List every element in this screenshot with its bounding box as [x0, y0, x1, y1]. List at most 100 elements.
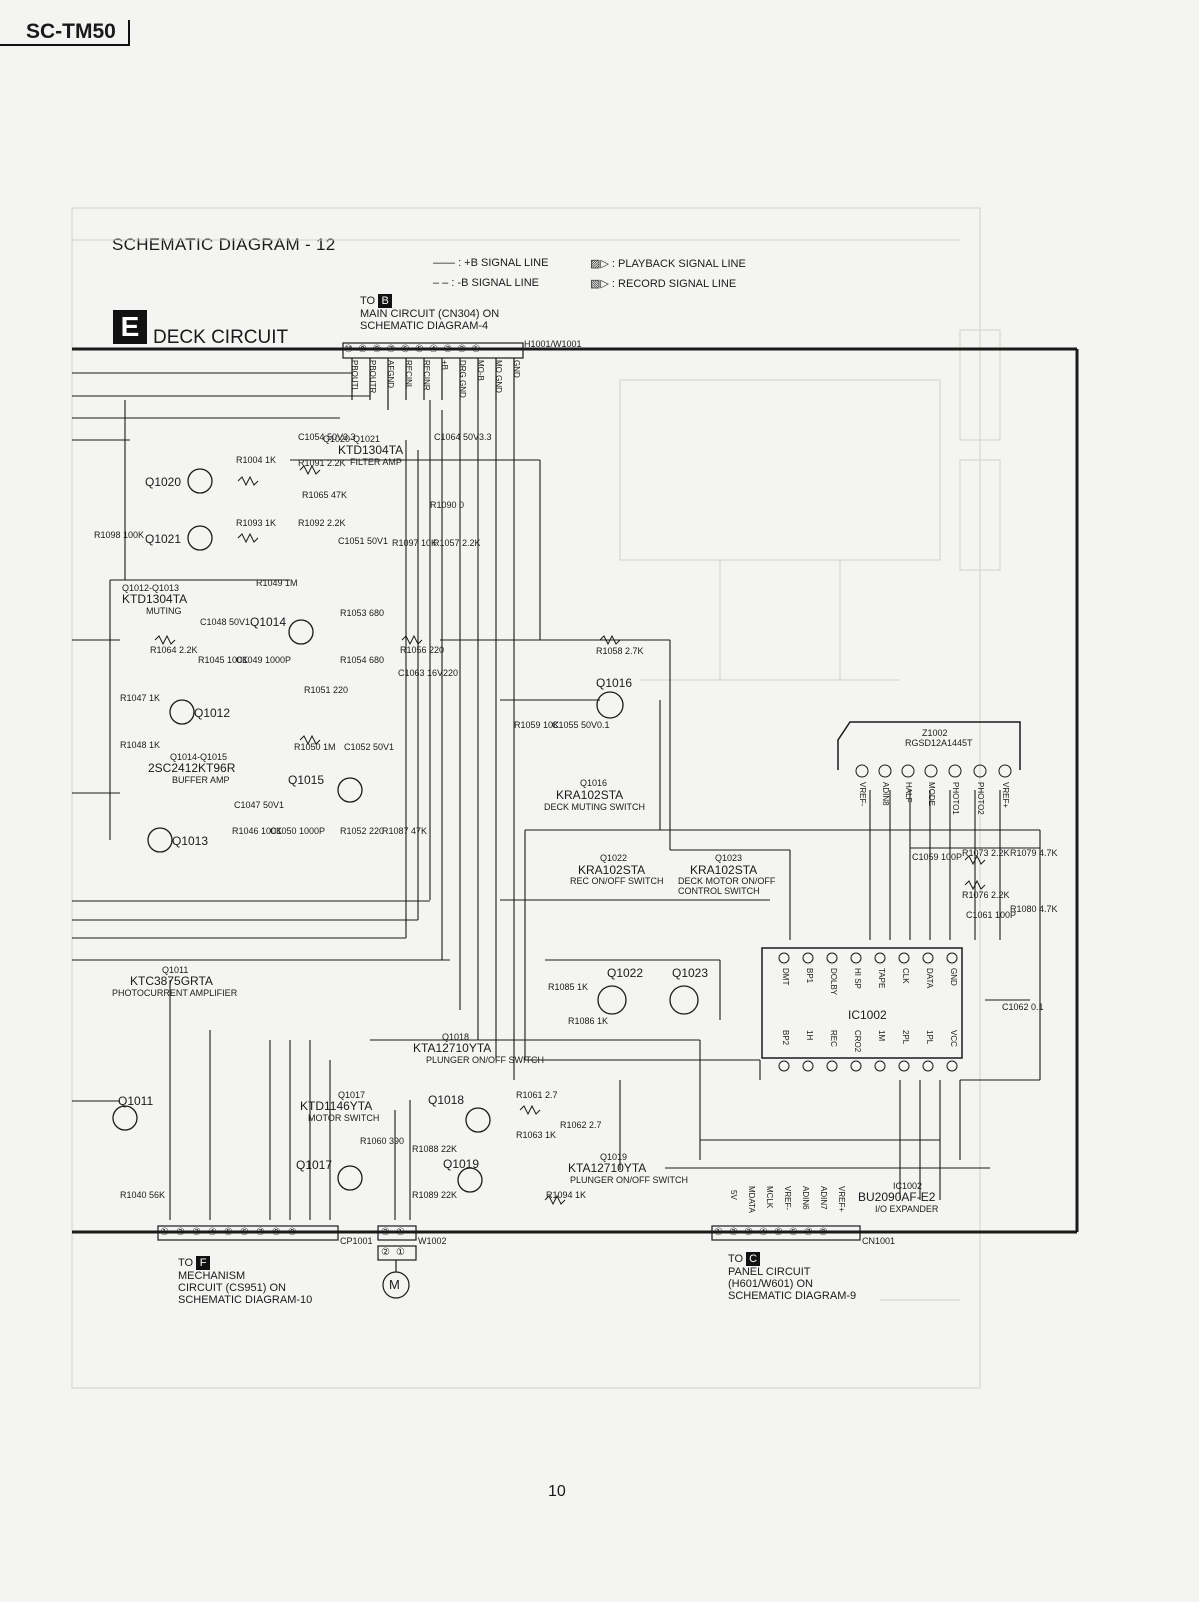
ref-q1013: Q1013: [172, 834, 209, 848]
label-q1018-part: KTA12710YTA: [413, 1041, 492, 1055]
mech-connector-label: TO F MECHANISM CIRCUIT (CS951) ON SCHEMA…: [178, 1256, 313, 1306]
label-q1020-q1021-part: KTD1304TA: [338, 443, 404, 457]
comp-c1062: C1062 0.1: [1002, 1002, 1044, 1012]
label-ic1002-func: I/O EXPANDER: [875, 1204, 939, 1214]
label-q1018-func: PLUNGER ON/OFF SWITCH: [426, 1055, 545, 1065]
comp-r1090: R1090 0: [430, 500, 465, 510]
label-q1011-ref: Q1011: [162, 965, 189, 975]
label-q1016-func: DECK MUTING SWITCH: [544, 802, 645, 812]
z1002-body: [837, 721, 1021, 770]
comp-c1047: C1047 50V1: [234, 800, 285, 810]
ic-pin-dolby: DOLBY: [829, 968, 838, 996]
comp-r1098: R1098 100K: [94, 530, 145, 540]
board-frame: [72, 347, 1079, 1234]
panel-signal-adin7: ADIN7: [819, 1186, 828, 1210]
comp-r1045: R1045 100K: [198, 655, 249, 665]
ic-pin-1h: 1H: [805, 1030, 814, 1041]
comp-c1049: C1049 1000P: [236, 655, 292, 665]
motor-connector-pins-lower: ②①: [381, 1247, 411, 1258]
signal-drg-gnd: DRG GND: [458, 360, 467, 398]
comp-c1055: C1055 50V0.1: [552, 720, 610, 730]
comp-r1094: R1094 1K: [546, 1190, 587, 1200]
signal-afgnd: AFGND: [386, 360, 395, 388]
panel-connector-pin-numbers: ①②③④⑤⑥⑦⑧: [714, 1227, 834, 1238]
comp-r1063: R1063 1K: [516, 1130, 557, 1140]
top-connector-pin-numbers: ⑩⑨⑧⑦⑥⑤④③②①: [344, 344, 486, 355]
ic-pin-vcc: VCC: [949, 1030, 958, 1047]
comp-r1073: R1073 2.2K: [962, 848, 1010, 858]
ic1002-pins: [778, 952, 958, 1072]
ref-q1015: Q1015: [288, 773, 325, 787]
ref-q1022: Q1022: [607, 966, 644, 980]
ic1002-body: [761, 947, 963, 1059]
comp-r1091: R1091 2.2K: [298, 458, 346, 468]
comp-r1061: R1061 2.7: [516, 1090, 558, 1100]
label-q1018-ref: Q1018: [442, 1032, 470, 1042]
transistor-symbols: [112, 468, 699, 1193]
legend-record: ▧▷ : RECORD SIGNAL LINE: [590, 278, 737, 290]
comp-r1087: R1087 47K: [382, 826, 428, 836]
comp-r1052: R1052 220: [340, 826, 385, 836]
ic-pin-1m: 1M: [877, 1030, 886, 1042]
comp-r1085: R1085 1K: [548, 982, 589, 992]
label-q1014-q1015-part: 2SC2412KT96R: [148, 761, 236, 775]
comp-c1059: C1059 100P: [912, 852, 963, 862]
comp-c1051: C1051 50V1: [338, 536, 389, 546]
comp-r1089: R1089 22K: [412, 1190, 458, 1200]
comp-r1086: R1086 1K: [568, 1016, 609, 1026]
panel-signal-5v: 5V: [729, 1190, 738, 1200]
page-number: 10: [548, 1483, 566, 1500]
panel-signal-vref-minus: VREF-: [783, 1186, 792, 1210]
panel-connector-ref: CN1001: [862, 1236, 896, 1246]
signal-recinl: RECINL: [404, 360, 413, 390]
resistor-symbols: [154, 464, 986, 1206]
comp-r1048: R1048 1K: [120, 740, 161, 750]
z-pin-half: HALF: [904, 782, 913, 803]
comp-r1060: R1060 390: [360, 1136, 405, 1146]
label-q1019-part: KTA12710YTA: [568, 1161, 647, 1175]
ic-pin-dmt: DMT: [781, 968, 790, 986]
panel-signal-vref-plus: VREF+: [837, 1186, 846, 1213]
comp-r1058: R1058 2.7K: [596, 646, 644, 656]
z-pin-photo1: PHOTO1: [951, 782, 960, 815]
ic-pin-1pl: 1PL: [925, 1030, 934, 1045]
ref-q1014: Q1014: [250, 615, 287, 629]
comp-r1059: R1059 10K: [514, 720, 560, 730]
z1002-pins: [855, 764, 1012, 778]
comp-r1004: R1004 1K: [236, 455, 277, 465]
z-pin-photo2: PHOTO2: [976, 782, 985, 815]
label-q1016-ref: Q1016: [580, 778, 608, 788]
ref-q1020: Q1020: [145, 475, 182, 489]
comp-r1093: R1093 1K: [236, 518, 277, 528]
section-name: DECK CIRCUIT: [153, 327, 289, 348]
motor-connector-ref: W1002: [418, 1236, 447, 1246]
comp-r1064: R1064 2.2K: [150, 645, 198, 655]
ref-q1016: Q1016: [596, 676, 633, 690]
ref-q1023: Q1023: [672, 966, 709, 980]
ghost-traces: [71, 207, 1001, 1389]
comp-c1050: C1050 1000P: [270, 826, 326, 836]
label-q1012-q1013-ref: Q1012-Q1013: [122, 583, 180, 593]
top-connector-pins: [342, 342, 524, 410]
z-pin-vref-minus: VREF-: [858, 782, 867, 806]
ref-q1011: Q1011: [118, 1094, 154, 1108]
mech-connector-badge: F: [196, 1256, 211, 1270]
label-q1012-q1013-func: MUTING: [146, 606, 182, 616]
ic-pin-gnd: GND: [949, 968, 958, 986]
label-q1020-q1021-ref: Q1020-Q1021: [323, 434, 381, 444]
signal-mo-gnd: MO GND: [494, 360, 503, 393]
signal-recinr: RECINR: [422, 360, 431, 391]
comp-r1092: R1092 2.2K: [298, 518, 346, 528]
comp-r1054: R1054 680: [340, 655, 385, 665]
signal-pboutl: PBOUTL: [350, 360, 359, 393]
comp-r1046: R1046 100K: [232, 826, 283, 836]
signal-gnd: GND: [512, 360, 521, 378]
ic-pin-bp2: BP2: [781, 1030, 790, 1046]
ic-pin-2pl: 2PL: [901, 1030, 910, 1045]
comp-r1079: R1079 4.7K: [1010, 848, 1058, 858]
wiring: [72, 372, 1041, 1220]
comp-c1064: C1064 50V3.3: [434, 432, 492, 442]
label-q1012-q1013-part: KTD1304TA: [122, 592, 188, 606]
legend-b-plus: —— : +B SIGNAL LINE: [433, 257, 549, 269]
